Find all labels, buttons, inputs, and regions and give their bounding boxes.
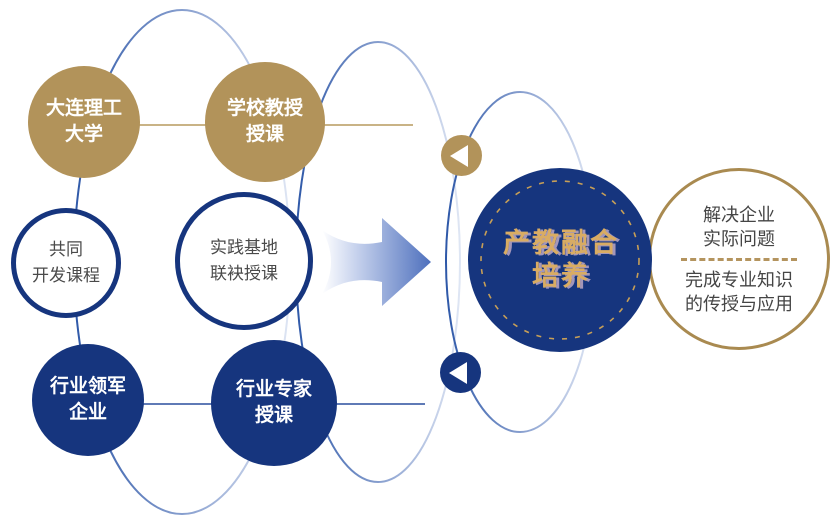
dashed-divider — [681, 257, 797, 261]
node-industry-expert-teaching: 行业专家 授课 — [211, 340, 337, 466]
node-industry-leading-enterprise-label: 行业领军 企业 — [49, 376, 126, 423]
node-industry-expert-teaching-label: 行业专家 授课 — [235, 379, 312, 426]
node-integration-training: 产教融合 培养 — [468, 168, 652, 352]
node-practice-base-teaching-label: 实践基地 联袂授课 — [210, 238, 278, 283]
node-dalian-university: 大连理工 大学 — [28, 66, 140, 178]
outcome-apply-text: 完成专业知识 的传授与应用 — [685, 269, 793, 314]
node-school-professor-teaching-label: 学校教授 授课 — [226, 98, 303, 145]
flow-arrow — [322, 218, 431, 306]
node-integration-training-label: 产教融合 培养 — [503, 228, 619, 291]
left-triangle-icon — [449, 361, 467, 384]
left-triangle-icon — [450, 144, 468, 167]
node-dalian-university-label: 大连理工 大学 — [45, 98, 122, 145]
node-school-professor-teaching: 学校教授 授课 — [205, 62, 325, 182]
node-practice-base-teaching: 实践基地 联袂授课 — [175, 192, 313, 330]
outcome-solve-text: 解决企业 实际问题 — [703, 204, 775, 249]
node-co-develop-course-label: 共同 开发课程 — [32, 240, 100, 285]
node-outcome: 解决企业 实际问题 完成专业知识 的传授与应用 — [648, 168, 830, 350]
node-industry-leading-enterprise: 行业领军 企业 — [32, 344, 144, 456]
dashed-ring — [480, 180, 640, 340]
play-marker-gold — [441, 135, 482, 176]
node-co-develop-course: 共同 开发课程 — [11, 208, 121, 318]
node-outcome-content: 解决企业 实际问题 完成专业知识 的传授与应用 — [681, 203, 797, 316]
play-marker-navy — [440, 352, 481, 393]
